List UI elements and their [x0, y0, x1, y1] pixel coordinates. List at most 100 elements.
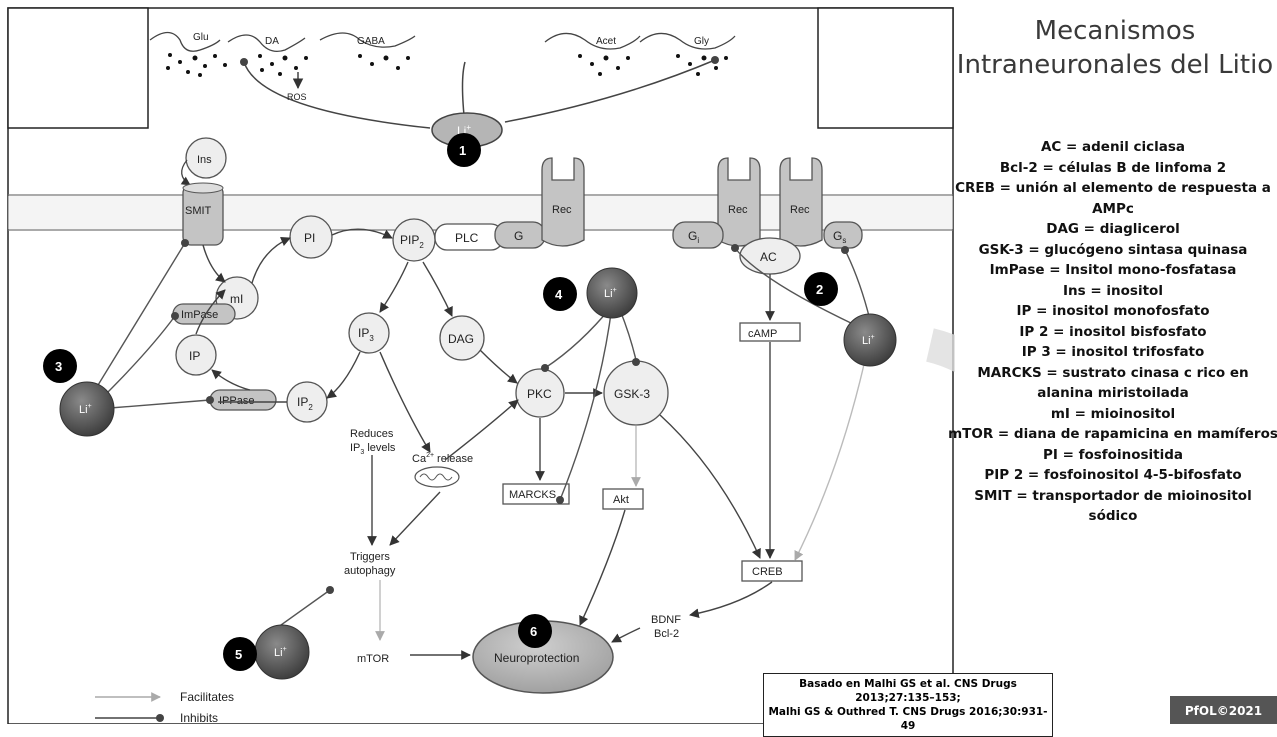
facilitate-light-arrows [375, 359, 866, 641]
watermark-arc [866, 328, 955, 721]
glossary-item: AC = adenil ciclasa [1040, 139, 1186, 155]
li-right-sup: + [871, 334, 875, 341]
li-left-sup: + [88, 403, 92, 410]
gi-label: G [688, 229, 697, 243]
marker-5: 5 [235, 647, 242, 662]
g-label: G [514, 229, 523, 243]
svg-text:Li+: Li+ [862, 334, 875, 347]
rec-label-left: Rec [552, 204, 572, 216]
impase-label: ImPase [181, 309, 218, 321]
glossary-item: ImPase = Insitol mono-fosfatasa [989, 262, 1237, 278]
ippase-label: IPPase [219, 395, 254, 407]
ca-label: Ca [412, 453, 427, 465]
gsk3-label: GSK-3 [614, 387, 650, 401]
left-box [7, 7, 149, 129]
neurotransmitter-labels: Glu DA GABA Acet Gly [193, 32, 709, 47]
pkc-label: PKC [527, 387, 552, 401]
copyright-badge: PfOL©2021 [1170, 696, 1277, 724]
receptor-left [541, 157, 585, 247]
li-node-right: Li+ [843, 313, 897, 367]
pkc-node [515, 368, 565, 418]
li-label: Li [457, 124, 466, 138]
pi-label: PI [304, 231, 315, 245]
svg-text:Li+: Li+ [79, 403, 92, 416]
svg-text:IP2: IP2 [297, 395, 313, 412]
glossary-item: PI = fosfoinositida [1043, 446, 1183, 463]
glossary-item: Bcl-2 = células B de linfoma 2 [999, 159, 1227, 176]
glossary-item: SMIT = transportador de mioinositol sódi… [974, 487, 1252, 525]
bcl2-label: Bcl-2 [654, 628, 679, 640]
ca-sup: 2+ [426, 452, 434, 459]
ins-node [185, 137, 227, 179]
glossary-item: GSK-3 = glucógeno sintasa quinasa [978, 241, 1248, 258]
akt-node [602, 488, 644, 510]
ip-label: IP [189, 349, 200, 363]
glossary-list: AC = adenil ciclasa Bcl-2 = células B de… [948, 137, 1277, 527]
gi-protein [672, 221, 724, 249]
ac-label: AC [760, 250, 777, 264]
li-node-center: Li+ [586, 267, 638, 319]
bdnf-label: BDNF [651, 614, 681, 626]
camp-label: cAMP [748, 328, 777, 340]
creb-node [741, 560, 803, 582]
legend-inhibits: Inhibits [180, 711, 218, 724]
step-markers: 1 2 3 4 5 6 [43, 133, 838, 671]
ip3-label: IP [358, 326, 369, 340]
gs-label: G [833, 229, 842, 243]
gs-sub: s [842, 236, 846, 245]
marker-6: 6 [530, 624, 537, 639]
li-node-left: Li+ [59, 381, 115, 437]
svg-text:PIP2: PIP2 [400, 233, 424, 250]
legend-facilitates: Facilitates [180, 690, 234, 704]
pathway-arrows [195, 228, 775, 660]
receptor-right-1 [717, 157, 761, 247]
marker-1: 1 [459, 143, 466, 158]
ros-label: ROS [287, 92, 307, 102]
akt-label: Akt [613, 494, 629, 506]
svg-text:Li+: Li+ [604, 287, 617, 300]
li-center-sup: + [613, 287, 617, 294]
li-center-label: Li [604, 288, 613, 300]
dag-node [439, 315, 485, 361]
lithium-mechanism-diagram: Glu DA GABA Acet Gly ROS Li+ Ins SMIT mI… [7, 7, 955, 724]
nt-gly: Gly [694, 36, 709, 47]
li-bottom-label: Li [274, 647, 283, 659]
reduces-ip: IP [350, 442, 360, 454]
svg-text:Li+: Li+ [457, 123, 471, 138]
reduces-rest: levels [367, 442, 396, 454]
rec-label-right-1: Rec [728, 204, 748, 216]
plc-label: PLC [455, 231, 479, 245]
page-title: Mecanismos Intraneuronales del Litio [956, 16, 1274, 80]
ip2-sub: 2 [308, 403, 313, 412]
glossary-item: IP = inositol monofosfato [1016, 303, 1210, 319]
glossary-item: IP 2 = inositol bisfosfato [1019, 323, 1207, 340]
glossary-item: CREB = unión al elemento de respuesta a … [955, 180, 1271, 217]
triggers-line2: autophagy [344, 565, 396, 577]
marker-4: 4 [555, 287, 563, 302]
reference-box: Basado en Malhi GS et al. CNS Drugs 2013… [763, 673, 1053, 737]
li-node-bottom: Li+ [254, 624, 310, 680]
vesicle-dots [166, 53, 728, 77]
reduces-sub: 3 [360, 449, 364, 456]
dag-label: DAG [448, 332, 474, 346]
svg-text:IP3: IP3 [358, 326, 374, 343]
nt-glu: Glu [193, 32, 209, 43]
gi-sub: i [697, 236, 699, 245]
nt-acet: Acet [596, 36, 616, 47]
svg-text:Gi: Gi [688, 229, 699, 245]
glossary-item: PIP 2 = fosfoinositol 4-5-bifosfato [984, 467, 1242, 483]
pip2-label: PIP [400, 233, 419, 247]
marcks-label: MARCKS [509, 489, 556, 501]
reduces-line1: Reduces [350, 428, 394, 440]
reference-line2: Malhi GS & Outhred T. CNS Drugs 2016;30:… [768, 706, 1048, 732]
right-box [817, 7, 954, 129]
rec-label-right-2: Rec [790, 204, 810, 216]
inhibit-dots [171, 239, 849, 594]
li-right-label: Li [862, 335, 871, 347]
glossary-item: Ins = inositol [1063, 282, 1163, 299]
pip2-sub: 2 [419, 241, 424, 250]
er-icon [414, 466, 460, 488]
ip3-node [348, 312, 390, 354]
receptor-right-2 [779, 157, 823, 247]
